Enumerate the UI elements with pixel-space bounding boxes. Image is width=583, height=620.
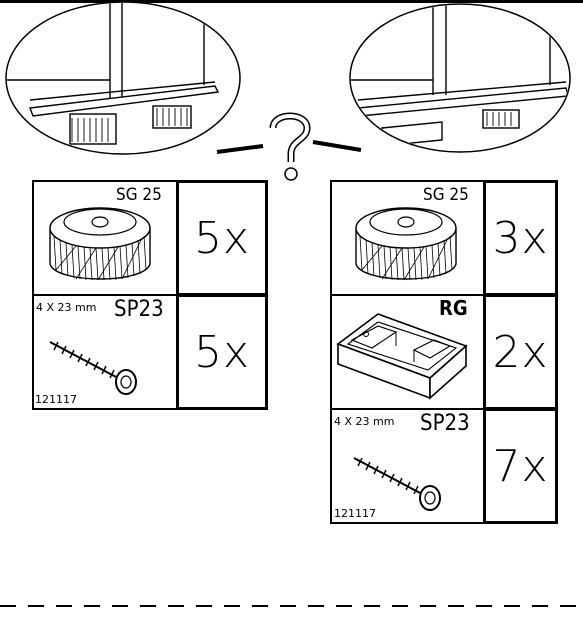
left-part2-qty: 5x — [176, 294, 268, 410]
right-part2-code: RG — [439, 296, 468, 320]
right-part3-qty: 7x — [483, 408, 558, 524]
left-part2-panel — [32, 294, 178, 410]
riser-rg-icon — [336, 313, 468, 400]
question-mark-icon — [216, 112, 362, 181]
left-part2-dimensions: 4 X 23 mm — [36, 301, 97, 314]
right-part1-qty: 3x — [483, 180, 558, 296]
left-part2-article: 121117 — [35, 393, 77, 406]
left-detail-bubble — [5, 1, 241, 155]
foot-sg25-icon — [49, 207, 151, 281]
screw-sp23-icon-right — [353, 457, 441, 511]
left-part1-qty: 5x — [176, 180, 268, 296]
left-part1-code: SG 25 — [116, 185, 162, 205]
right-part2-qty: 2x — [483, 294, 558, 410]
right-part3-article: 121117 — [334, 507, 376, 520]
screw-sp23-icon — [49, 341, 137, 395]
cut-line — [0, 605, 583, 607]
right-detail-bubble — [349, 3, 571, 153]
right-part3-dimensions: 4 X 23 mm — [334, 415, 395, 428]
right-part1-code: SG 25 — [423, 185, 469, 205]
foot-sg25-icon-right — [355, 207, 457, 281]
left-part2-code: SP23 — [114, 297, 164, 322]
top-rule — [0, 0, 583, 3]
right-part3-code: SP23 — [420, 411, 470, 436]
